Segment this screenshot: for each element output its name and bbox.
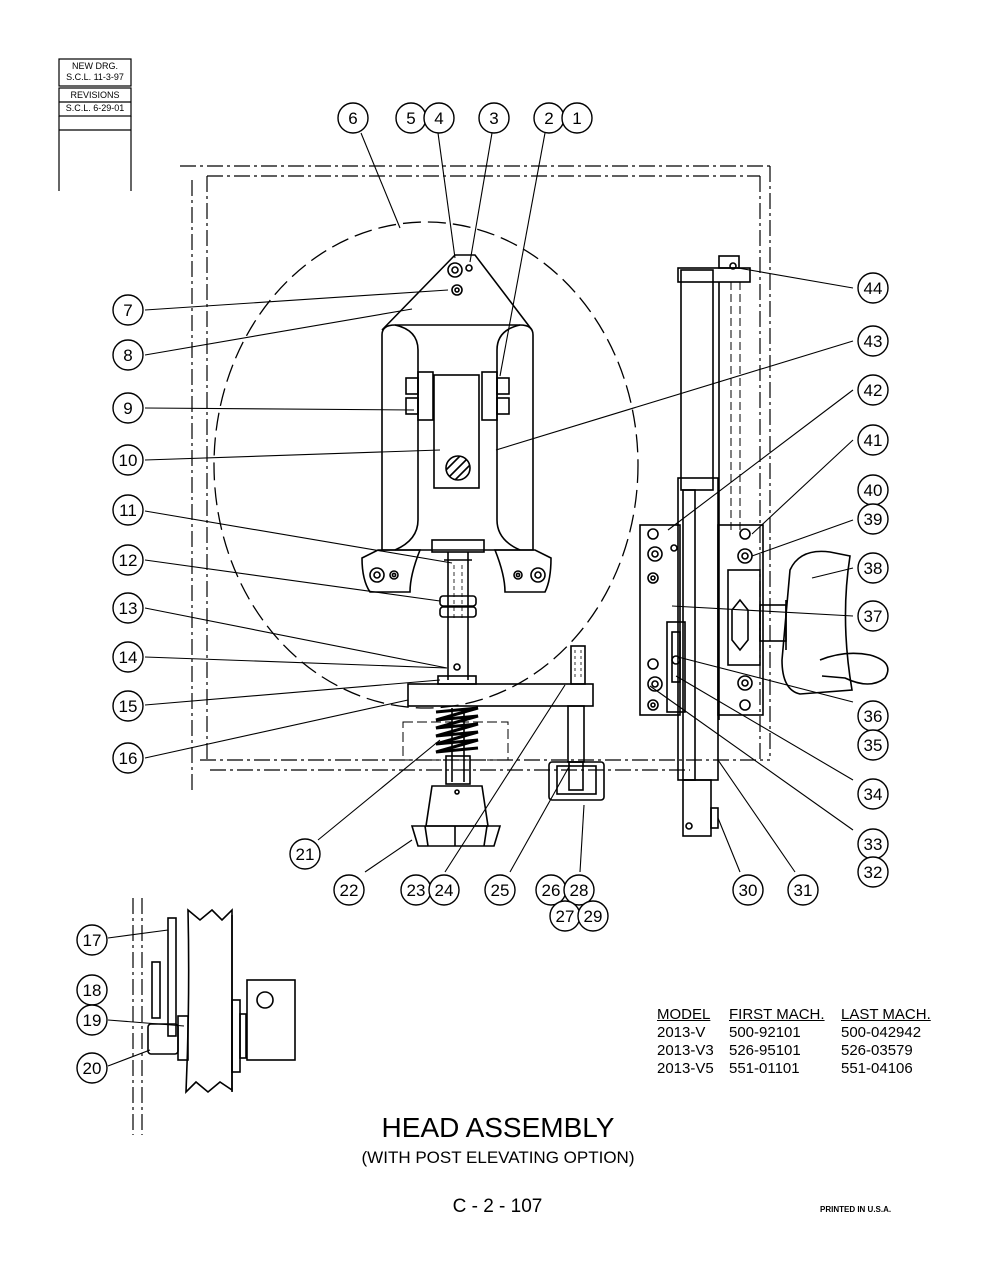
callout-26: 26 <box>542 881 561 900</box>
drawing-title: HEAD ASSEMBLY <box>381 1112 615 1143</box>
callout-17: 17 <box>83 931 102 950</box>
callout-24: 24 <box>435 881 454 900</box>
first-mach-cell: 500-92101 <box>729 1024 801 1041</box>
table-row: 2013-V5 551-01101 551-04106 <box>655 1060 945 1078</box>
model-table: MODEL FIRST MACH. LAST MACH. 2013-V 500-… <box>655 1006 945 1078</box>
first-mach-cell: 526-95101 <box>729 1042 801 1059</box>
callout-18: 18 <box>83 981 102 1000</box>
callout-15: 15 <box>119 697 138 716</box>
header-model: MODEL <box>657 1006 711 1023</box>
callout-43: 43 <box>864 332 883 351</box>
callout-42: 42 <box>864 381 883 400</box>
callout-bubbles: 1 2 3 4 5 6 7 8 9 10 11 12 13 14 15 16 1… <box>76 102 889 1084</box>
callout-19: 19 <box>83 1011 102 1030</box>
callout-3: 3 <box>489 109 498 128</box>
model-table-header: MODEL FIRST MACH. LAST MACH. <box>655 1006 945 1024</box>
callout-22: 22 <box>340 881 359 900</box>
callout-7: 7 <box>123 301 132 320</box>
head-body <box>361 324 552 593</box>
callout-6: 6 <box>348 109 357 128</box>
callout-35: 35 <box>864 736 883 755</box>
callout-31: 31 <box>794 881 813 900</box>
revision-block-lines <box>58 58 132 191</box>
callout-20: 20 <box>83 1059 102 1078</box>
last-mach-cell: 526-03579 <box>841 1042 913 1059</box>
callout-11: 11 <box>119 501 137 520</box>
callout-4: 4 <box>434 109 443 128</box>
post-elevating-column <box>639 255 787 837</box>
new-drawing-date: S.C.L. 11-3-97 <box>66 72 124 82</box>
callout-1: 1 <box>572 109 581 128</box>
callout-28: 28 <box>570 881 589 900</box>
table-row: 2013-V 500-92101 500-042942 <box>655 1024 945 1042</box>
new-drawing-label: NEW DRG. <box>72 61 118 71</box>
callout-34: 34 <box>864 785 883 804</box>
inset-detail <box>132 898 296 1135</box>
callout-21: 21 <box>296 845 315 864</box>
leader-lines <box>107 132 854 1067</box>
callout-2: 2 <box>544 109 553 128</box>
first-mach-cell: 551-01101 <box>729 1060 800 1077</box>
drawing-number: C - 2 - 107 <box>452 1196 543 1217</box>
callout-14: 14 <box>119 648 138 667</box>
callout-39: 39 <box>864 510 883 529</box>
callout-37: 37 <box>864 607 883 626</box>
callout-8: 8 <box>123 346 132 365</box>
callout-25: 25 <box>491 881 510 900</box>
last-mach-cell: 551-04106 <box>841 1060 913 1077</box>
callout-41: 41 <box>864 431 883 450</box>
callout-12: 12 <box>119 551 138 570</box>
callout-32: 32 <box>864 863 883 882</box>
revision-date: S.C.L. 6-29-01 <box>65 103 125 113</box>
callout-27: 27 <box>556 907 575 926</box>
callout-23: 23 <box>407 881 426 900</box>
table-row: 2013-V3 526-95101 526-03579 <box>655 1042 945 1060</box>
swing-circle <box>213 221 639 709</box>
header-last-mach: LAST MACH. <box>841 1006 931 1023</box>
last-mach-cell: 500-042942 <box>841 1024 922 1041</box>
printed-in-usa: PRINTED IN U.S.A. <box>820 1205 892 1214</box>
top-plate <box>381 254 533 331</box>
callout-30: 30 <box>739 881 758 900</box>
callout-36: 36 <box>864 707 883 726</box>
model-cell: 2013-V <box>657 1024 706 1041</box>
model-cell: 2013-V3 <box>657 1042 714 1059</box>
center-shaft <box>402 552 594 785</box>
callout-33: 33 <box>864 835 883 854</box>
callout-16: 16 <box>119 749 138 768</box>
guide-post <box>548 645 605 801</box>
callout-5: 5 <box>406 109 415 128</box>
callout-9: 9 <box>123 399 132 418</box>
callout-38: 38 <box>864 559 883 578</box>
adjusting-handle <box>781 550 889 695</box>
callout-13: 13 <box>119 599 138 618</box>
callout-10: 10 <box>119 451 138 470</box>
revisions-label: REVISIONS <box>70 90 120 100</box>
callout-44: 44 <box>864 279 883 298</box>
presser-foot <box>410 785 502 847</box>
model-cell: 2013-V5 <box>657 1060 714 1077</box>
header-first-mach: FIRST MACH. <box>729 1006 825 1023</box>
drawing-subtitle: (WITH POST ELEVATING OPTION) <box>361 1148 635 1167</box>
callout-40: 40 <box>864 481 883 500</box>
callout-29: 29 <box>584 907 603 926</box>
revision-block: NEW DRG. S.C.L. 11-3-97 REVISIONS S.C.L.… <box>59 59 131 191</box>
